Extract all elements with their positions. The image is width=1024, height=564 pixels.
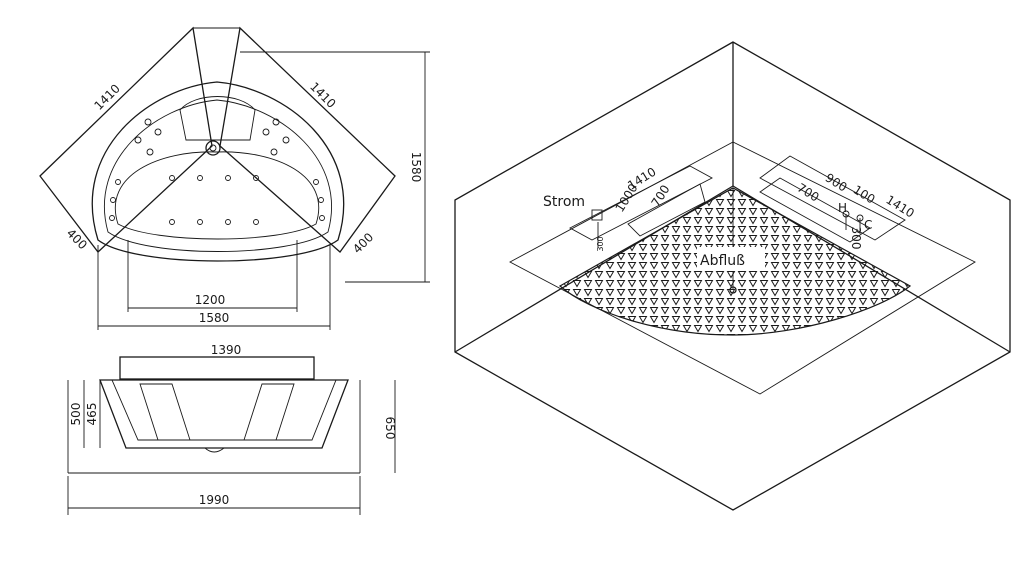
dim-1390: 1390 [211,343,242,357]
iso-dim-300-left: 300 [596,236,605,251]
drain-fitting [205,140,221,156]
iso-dim-300-right: 300 [849,227,863,250]
dim-1410-left: 1410 [91,81,122,112]
dim-400-right: 400 [350,230,376,256]
iso-dim-900: 900 [823,171,850,195]
label-abfluss: Abfluß [700,253,745,269]
top-view: 1200 1580 1580 1410 1410 400 400 [39,26,430,330]
iso-view: Strom Abfluß H C 1410 1000 700 300 900 1… [454,41,1011,511]
dim-1990: 1990 [199,493,230,507]
room-box [454,41,1011,511]
power-outlet-icon [591,209,603,221]
iso-dim-1410-right: 1410 [883,193,916,221]
dim-1580-side: 1580 [409,152,423,183]
dim-465: 465 [85,403,99,426]
label-strom: Strom [543,194,585,210]
dim-500: 500 [69,403,83,426]
tub-rim [91,81,345,262]
label-c: C [864,218,872,232]
iso-dim-1000: 1000 [613,181,641,214]
iso-dim-100: 100 [851,183,878,207]
dim-400-left: 400 [64,226,90,252]
side-view: 1390 500 465 650 1990 [67,343,397,515]
massage-jets [109,118,325,225]
top-view-right-wing [219,26,396,253]
iso-dim-700-left: 700 [649,182,673,209]
label-h: H [838,201,847,215]
dim-1200: 1200 [195,293,226,307]
side-view-rim [119,356,315,380]
dim-650: 650 [383,417,397,440]
dim-1580-bottom: 1580 [199,311,230,325]
